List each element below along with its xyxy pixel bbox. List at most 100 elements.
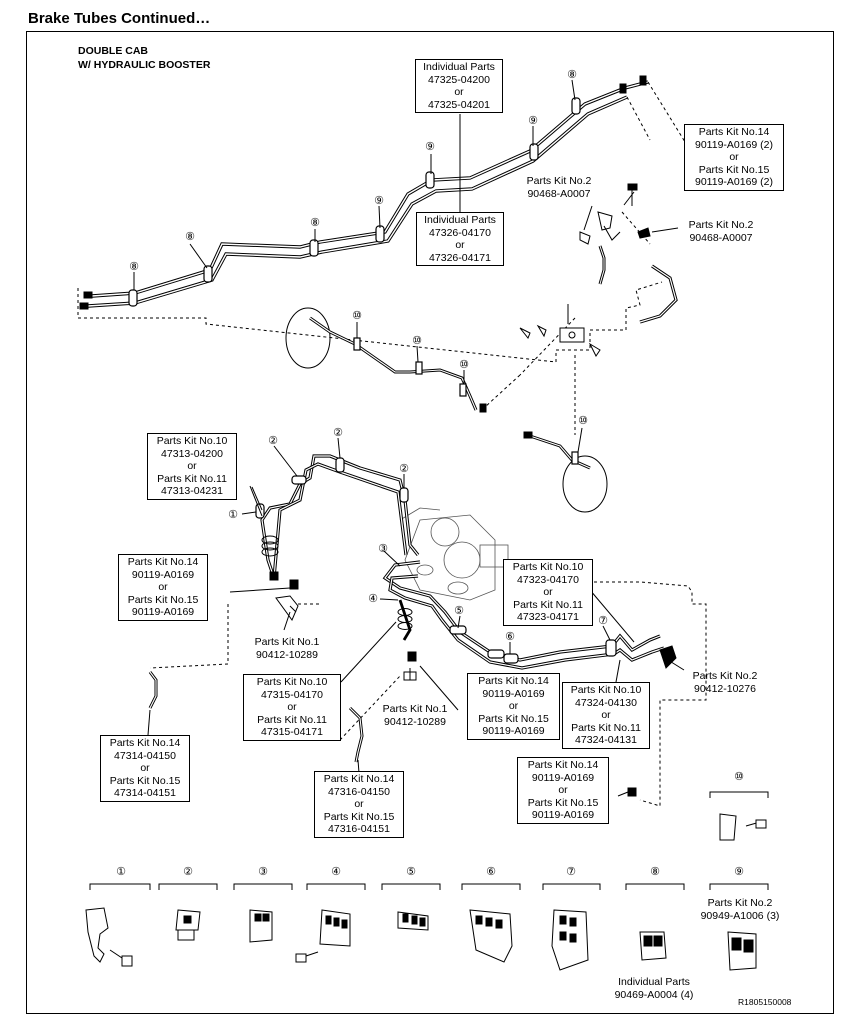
marker-8: ⑧ bbox=[310, 217, 320, 229]
detail-marker-1: ① bbox=[116, 866, 126, 878]
marker-10: ⑩ bbox=[352, 310, 362, 322]
detail-marker-7: ⑦ bbox=[566, 866, 576, 878]
callout-line: 90119-A0169 bbox=[131, 568, 195, 581]
label-line: 90412-10276 bbox=[694, 682, 756, 695]
callout-line: Parts Kit No.14 bbox=[527, 759, 599, 771]
marker-1: ① bbox=[228, 509, 238, 521]
callout-line: Parts Kit No.11 bbox=[157, 472, 227, 485]
callout-kit14-center: Parts Kit No.14 90119-A0169 or Parts Kit… bbox=[467, 673, 560, 740]
callout-line: 90119-A0169 bbox=[482, 725, 545, 738]
label-line: 90468-A0007 bbox=[689, 231, 753, 244]
callout-line: or bbox=[287, 701, 297, 714]
callout-line: or bbox=[543, 586, 553, 599]
marker-10: ⑩ bbox=[459, 359, 469, 371]
clip-10-tube-upper bbox=[285, 307, 487, 413]
callout-line: 90119-A0169 bbox=[131, 606, 195, 619]
label-kit2-0007-a: Parts Kit No.2 90468-A0007 bbox=[518, 175, 600, 200]
label-line: Parts Kit No.2 bbox=[692, 670, 758, 682]
callout-47314: Parts Kit No.14 47314-04150 or Parts Kit… bbox=[100, 735, 190, 802]
callout-line: Parts Kit No.15 bbox=[127, 593, 199, 606]
marker-4: ④ bbox=[368, 593, 378, 605]
tube-clip-1-2 bbox=[241, 437, 420, 581]
callout-line: or bbox=[558, 784, 568, 797]
label-individual-90469: Individual Parts 90469-A0004 (4) bbox=[604, 976, 704, 1001]
marker-2: ② bbox=[333, 427, 343, 439]
clip-10-tube-lower bbox=[523, 427, 608, 513]
callout-line: or bbox=[455, 239, 465, 252]
label-kit2-10276: Parts Kit No.2 90412-10276 bbox=[684, 670, 766, 695]
callout-kit14-top-right: Parts Kit No.14 90119-A0169 (2) or Parts… bbox=[684, 124, 784, 191]
label-line: 90949-A1006 (3) bbox=[700, 909, 780, 922]
label-line: Parts Kit No.1 bbox=[382, 703, 448, 715]
callout-line: 47326-04170 bbox=[429, 226, 491, 239]
marker-8: ⑧ bbox=[185, 231, 195, 243]
clip-detail-row bbox=[85, 791, 769, 971]
callout-line: or bbox=[158, 581, 168, 594]
marker-9: ⑨ bbox=[425, 141, 435, 153]
callout-line: Parts Kit No.11 bbox=[257, 713, 327, 726]
callout-line: 90119-A0169 (2) bbox=[694, 138, 774, 151]
page-heading: Brake Tubes Continued… bbox=[28, 10, 211, 27]
callout-line: Parts Kit No.10 bbox=[256, 676, 328, 688]
diagram-frame bbox=[26, 31, 834, 1014]
marker-5: ⑤ bbox=[454, 605, 464, 617]
label-kit2-a1006: Parts Kit No.2 90949-A1006 (3) bbox=[692, 897, 788, 922]
label-line: Individual Parts bbox=[618, 976, 690, 988]
callout-line: 47323-04170 bbox=[517, 573, 579, 586]
callout-line: 47326-04171 bbox=[429, 251, 491, 264]
detail-marker-2: ② bbox=[183, 866, 193, 878]
callout-kit14-lower-right: Parts Kit No.14 90119-A0169 or Parts Kit… bbox=[517, 757, 609, 824]
detail-marker-8: ⑧ bbox=[650, 866, 660, 878]
detail-marker-4: ④ bbox=[331, 866, 341, 878]
callout-line: 47313-04200 bbox=[161, 447, 223, 460]
label-line: Parts Kit No.2 bbox=[688, 219, 754, 231]
callout-47315: Parts Kit No.10 47315-04170 or Parts Kit… bbox=[243, 674, 341, 741]
callout-line: 47315-04170 bbox=[261, 688, 323, 701]
callout-line: 47324-04131 bbox=[575, 734, 637, 747]
booster-fittings bbox=[519, 183, 678, 357]
marker-10: ⑩ bbox=[412, 335, 422, 347]
vehicle-variant: DOUBLE CAB W/ HYDRAULIC BOOSTER bbox=[78, 44, 210, 72]
variant-line-1: DOUBLE CAB bbox=[78, 45, 148, 57]
marker-2: ② bbox=[268, 435, 278, 447]
callout-line: Parts Kit No.10 bbox=[156, 435, 228, 447]
callout-line: Parts Kit No.11 bbox=[513, 598, 583, 611]
marker-2: ② bbox=[399, 463, 409, 475]
callout-line: 47325-04200 bbox=[428, 73, 490, 86]
callout-line: or bbox=[508, 700, 519, 713]
callout-line: 47325-04201 bbox=[428, 98, 490, 111]
detail-marker-9: ⑨ bbox=[734, 866, 744, 878]
label-line: 90412-10289 bbox=[384, 715, 446, 728]
callout-line: 47314-04150 bbox=[114, 749, 176, 762]
callout-47326: Individual Parts 47326-04170 or 47326-04… bbox=[416, 212, 504, 267]
marker-6: ⑥ bbox=[505, 631, 515, 643]
callout-line: Parts Kit No.14 bbox=[127, 556, 199, 568]
marker-8: ⑧ bbox=[567, 69, 577, 81]
label-line: 90469-A0004 (4) bbox=[614, 988, 694, 1001]
callout-47325: Individual Parts 47325-04200 or 47325-04… bbox=[415, 59, 503, 114]
callout-line: Parts Kit No.15 bbox=[527, 796, 599, 809]
callout-line: Parts Kit No.14 bbox=[323, 773, 395, 785]
callout-line: or bbox=[140, 762, 150, 775]
detail-marker-6: ⑥ bbox=[486, 866, 496, 878]
marker-9: ⑨ bbox=[528, 115, 538, 127]
callout-line: 90119-A0169 (2) bbox=[694, 176, 774, 189]
callout-line: 47316-04150 bbox=[328, 785, 390, 798]
callout-line: Parts Kit No.14 bbox=[698, 126, 770, 138]
marker-9: ⑨ bbox=[374, 195, 384, 207]
callout-line: Parts Kit No.15 bbox=[478, 712, 549, 725]
callout-line: Individual Parts bbox=[424, 214, 496, 226]
callout-47324: Parts Kit No.10 47324-04130 or Parts Kit… bbox=[562, 682, 650, 749]
callout-47313: Parts Kit No.10 47313-04200 or Parts Kit… bbox=[147, 433, 237, 500]
label-line: 90412-10289 bbox=[256, 648, 318, 661]
tube-clip-3-7 bbox=[379, 550, 677, 670]
callout-line: or bbox=[729, 151, 739, 164]
callout-line: Parts Kit No.15 bbox=[698, 163, 770, 176]
label-line: Parts Kit No.2 bbox=[707, 897, 773, 909]
callout-line: 47324-04130 bbox=[575, 696, 637, 709]
callout-line: 47314-04151 bbox=[114, 787, 176, 800]
callout-line: or bbox=[354, 798, 364, 811]
callout-line: Parts Kit No.14 bbox=[478, 675, 549, 687]
callout-line: 47323-04171 bbox=[517, 611, 579, 624]
reference-code: R1805150008 bbox=[738, 997, 792, 1007]
